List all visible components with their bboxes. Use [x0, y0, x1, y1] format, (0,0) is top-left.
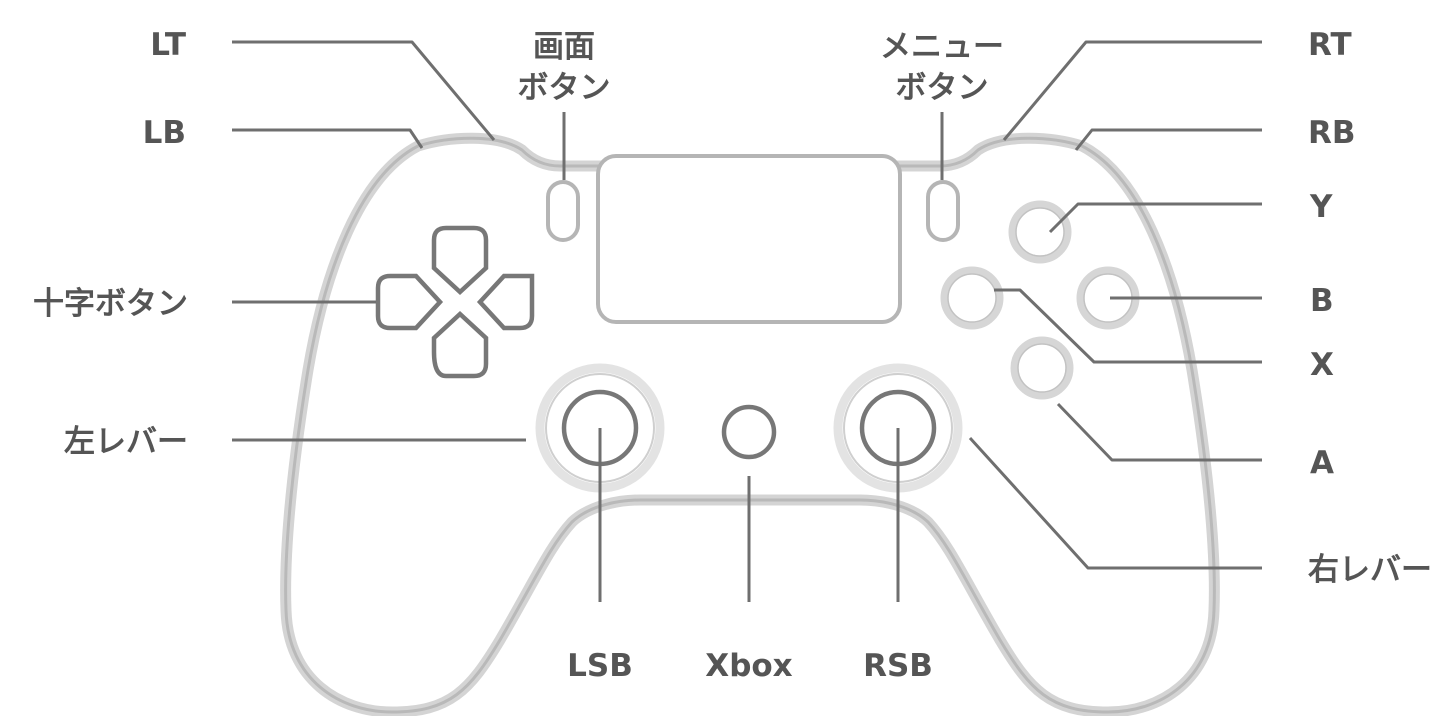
a-button-inner [1017, 343, 1067, 393]
xbox-button-shape[interactable] [721, 404, 777, 460]
right-stick-label: 右レバー [1308, 552, 1432, 588]
view-label-line1: 画面 [533, 29, 595, 65]
rt-leader [1002, 40, 1262, 141]
dpad-right[interactable] [476, 273, 535, 331]
lb-label: LB [143, 115, 186, 151]
y-label: Y [1309, 189, 1333, 225]
rb-leader [1074, 128, 1262, 151]
labels: LT LB 画面 ボタン メニュー ボタン RT RB 十字ボタン 左レバー Y… [33, 27, 1432, 684]
y-leader [1048, 202, 1262, 234]
lt-label: LT [150, 27, 186, 63]
xbox-label: Xbox [705, 648, 792, 684]
x-button-shape[interactable] [940, 266, 1004, 330]
x-label: X [1310, 347, 1334, 383]
right-stick-leader [968, 436, 1262, 570]
rb-label: RB [1308, 115, 1356, 151]
dpad-label: 十字ボタン [33, 286, 188, 322]
lt-leader [232, 40, 496, 141]
dpad-down[interactable] [431, 310, 489, 379]
rsb-label: RSB [863, 648, 933, 684]
b-label: B [1310, 283, 1334, 319]
rt-label: RT [1308, 27, 1352, 63]
y-button-inner [1015, 207, 1065, 257]
dpad-left[interactable] [375, 273, 444, 331]
dpad-up[interactable] [431, 225, 489, 296]
face-buttons [940, 200, 1140, 400]
a-button-shape[interactable] [1010, 336, 1074, 400]
y-button-shape[interactable] [1008, 200, 1072, 264]
x-button-inner [947, 273, 997, 323]
dpad-shape[interactable] [375, 225, 535, 379]
controller-body-inner-line [284, 136, 1216, 714]
lb-leader [232, 128, 424, 149]
x-leader [994, 288, 1262, 364]
leader-lines [232, 40, 1262, 602]
a-label: A [1310, 445, 1334, 481]
menu-button-shape[interactable] [926, 180, 960, 242]
view-button-shape[interactable] [546, 180, 580, 242]
lsb-label: LSB [567, 648, 633, 684]
menu-label-line1: メニュー [880, 29, 1004, 65]
view-label-line2: ボタン [518, 70, 611, 106]
a-leader [1056, 402, 1262, 462]
left-stick-label: 左レバー [64, 424, 188, 460]
menu-label-line2: ボタン [896, 70, 989, 106]
center-panel [596, 154, 902, 324]
